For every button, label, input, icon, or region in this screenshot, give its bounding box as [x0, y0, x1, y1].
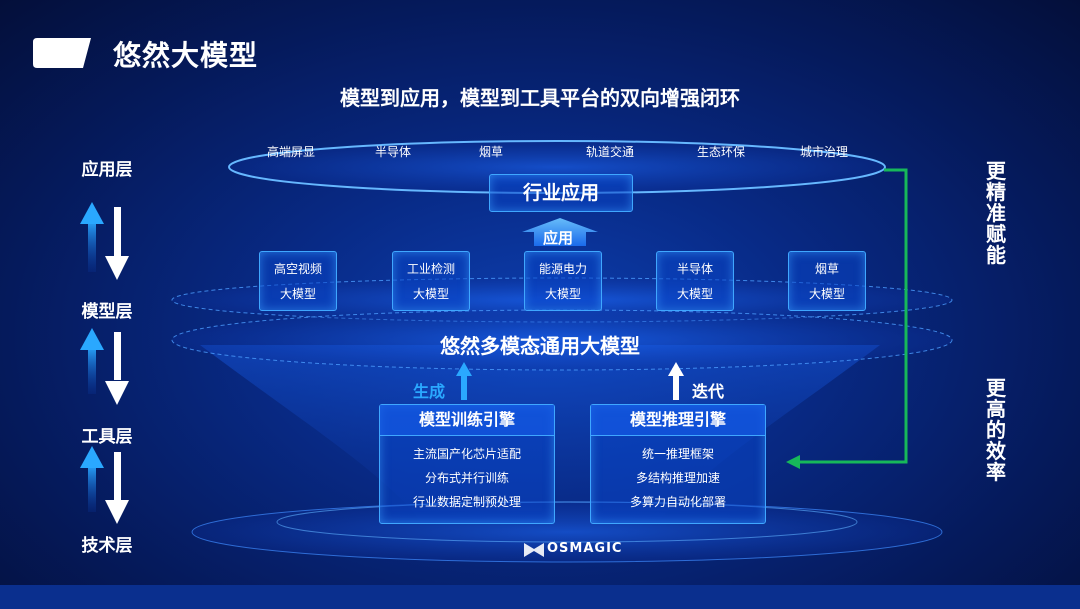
- model-box-line1: 高空视频: [273, 262, 322, 276]
- layer-label-tech: 技术层: [81, 536, 133, 556]
- general-model-label: 悠然多模态通用大模型: [440, 334, 640, 358]
- app-arrow-label: 应用: [543, 229, 574, 247]
- bottom-band: [0, 585, 1080, 609]
- industry-model-box: 烟草 大模型: [788, 251, 866, 311]
- industry-label: 烟草: [478, 145, 503, 159]
- layer-arrows: [80, 202, 129, 524]
- generate-label: 生成: [413, 382, 446, 401]
- training-engine-item: 主流国产化芯片适配: [412, 447, 521, 461]
- industry-label: 生态环保: [696, 145, 745, 159]
- industry-label: 城市治理: [799, 145, 848, 159]
- osmagic-logo: OSMAGIC: [547, 541, 623, 556]
- training-engine-item: 分布式并行训练: [424, 471, 509, 485]
- model-box-line2: 大模型: [412, 287, 449, 301]
- layer-label-model: 模型层: [81, 302, 133, 322]
- industry-model-box: 半导体 大模型: [656, 251, 734, 311]
- industry-model-box: 能源电力 大模型: [524, 251, 602, 311]
- side-text-precise: 更精准赋能: [986, 159, 1006, 267]
- model-box-line1: 工业检测: [406, 262, 455, 276]
- page-title: 悠然大模型: [113, 39, 259, 72]
- layer-label-tool: 工具层: [81, 427, 133, 447]
- inference-engine-box: 模型推理引擎 统一推理框架 多结构推理加速 多算力自动化部署: [590, 404, 766, 524]
- training-engine-item: 行业数据定制预处理: [412, 495, 521, 509]
- industry-label: 半导体: [374, 145, 411, 159]
- model-box-line2: 大模型: [808, 287, 845, 301]
- training-engine-box: 模型训练引擎 主流国产化芯片适配 分布式并行训练 行业数据定制预处理: [379, 404, 555, 524]
- model-box-line2: 大模型: [544, 287, 581, 301]
- training-engine-title: 模型训练引擎: [380, 405, 554, 436]
- page-subtitle: 模型到应用，模型到工具平台的双向增强闭环: [340, 86, 740, 110]
- industry-model-box: 工业检测 大模型: [392, 251, 470, 311]
- model-box-line2: 大模型: [676, 287, 713, 301]
- inference-engine-title: 模型推理引擎: [591, 405, 765, 436]
- industry-label: 高端屏显: [266, 145, 315, 159]
- title-tab-icon: [33, 38, 91, 68]
- model-box-line2: 大模型: [279, 287, 316, 301]
- inference-engine-item: 多结构推理加速: [635, 471, 720, 485]
- industry-model-box: 高空视频 大模型: [259, 251, 337, 311]
- model-box-line1: 半导体: [676, 262, 713, 276]
- industry-label: 轨道交通: [585, 145, 634, 159]
- model-box-line1: 烟草: [814, 262, 839, 276]
- inference-engine-item: 统一推理框架: [641, 447, 714, 461]
- inference-engine-item: 多算力自动化部署: [629, 495, 726, 509]
- layer-label-app: 应用层: [81, 160, 133, 180]
- industry-application-box: 行业应用: [489, 174, 633, 212]
- model-box-line1: 能源电力: [538, 262, 587, 276]
- side-text-efficiency: 更高的效率: [986, 376, 1006, 484]
- iterate-label: 迭代: [692, 382, 725, 401]
